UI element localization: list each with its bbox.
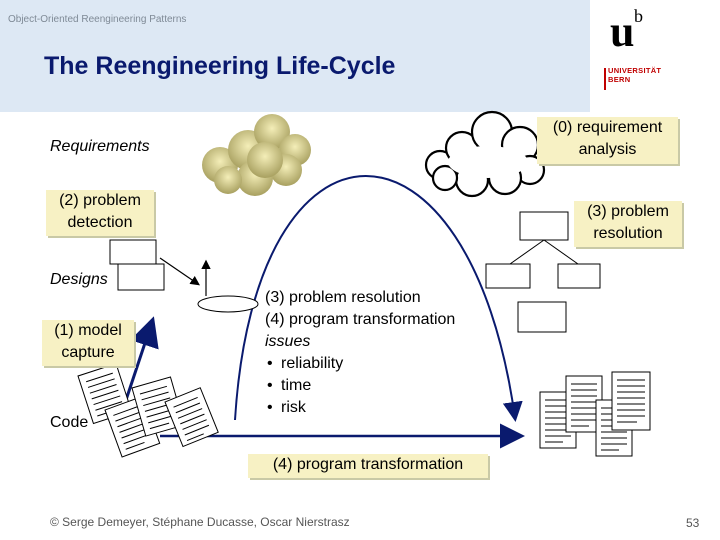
problem-resolution-box: (3) problem resolution [574, 201, 682, 247]
model-capture-arrow [124, 316, 159, 401]
new-design-model [485, 211, 601, 333]
center-line-1: (3) problem resolution [265, 289, 421, 306]
page-number: 53 [686, 516, 700, 530]
designs-level-label: Designs [50, 271, 108, 288]
new-requirements-cloud [424, 110, 546, 198]
slide-title: The Reengineering Life-Cycle [44, 52, 396, 80]
center-description: (3) problem resolution (4) program trans… [265, 287, 455, 419]
code-level-label: Code [50, 414, 89, 431]
course-label: Object-Oriented Reengineering Patterns [8, 14, 187, 25]
problem-resolution-line-2: resolution [593, 225, 663, 242]
legacy-code-pages [77, 363, 219, 458]
university-logo: u b UNIVERSITÄT BERN [600, 4, 690, 104]
logo-line-2: BERN [608, 75, 631, 84]
issue-item: time [265, 375, 455, 397]
requirement-analysis-line-2: analysis [578, 141, 637, 158]
issues-list: reliability time risk [265, 353, 455, 419]
logo-line-1: UNIVERSITÄT [608, 66, 662, 75]
issues-heading: issues [265, 333, 311, 350]
center-line-2: (4) program transformation [265, 311, 456, 328]
design-link-arrow [159, 257, 200, 286]
new-design-link-right [543, 239, 579, 265]
new-design-link-left [509, 239, 545, 265]
problem-detection-box: (2) problem detection [46, 190, 154, 236]
model-capture-line-2: capture [61, 344, 115, 361]
problem-detection-line-2: detection [67, 214, 133, 231]
requirements-level-label: Requirements [50, 138, 150, 155]
logo-bar [604, 68, 606, 90]
issue-item: risk [265, 397, 455, 419]
problem-detection-line-1: (2) problem [59, 192, 141, 209]
requirement-analysis-line-1: (0) requirement [552, 119, 663, 136]
issue-item: reliability [265, 353, 455, 375]
lifecycle-arch [234, 175, 523, 422]
logo-mark-b: b [634, 6, 643, 26]
legacy-requirements-cloud [202, 114, 311, 196]
requirement-analysis-box: (0) requirement analysis [537, 117, 678, 164]
model-capture-box: (1) model capture [42, 320, 134, 366]
legacy-design-model [109, 239, 259, 313]
problem-resolution-line-1: (3) problem [587, 203, 669, 220]
model-capture-line-1: (1) model [54, 322, 122, 339]
logo-text: UNIVERSITÄT BERN [608, 66, 661, 84]
program-transformation-box: (4) program transformation [248, 454, 488, 478]
header-band [0, 0, 590, 112]
logo-mark-u: u [610, 7, 635, 56]
new-code-pages [539, 371, 651, 457]
footer-copyright: © Serge Demeyer, Stéphane Ducasse, Oscar… [50, 515, 350, 529]
